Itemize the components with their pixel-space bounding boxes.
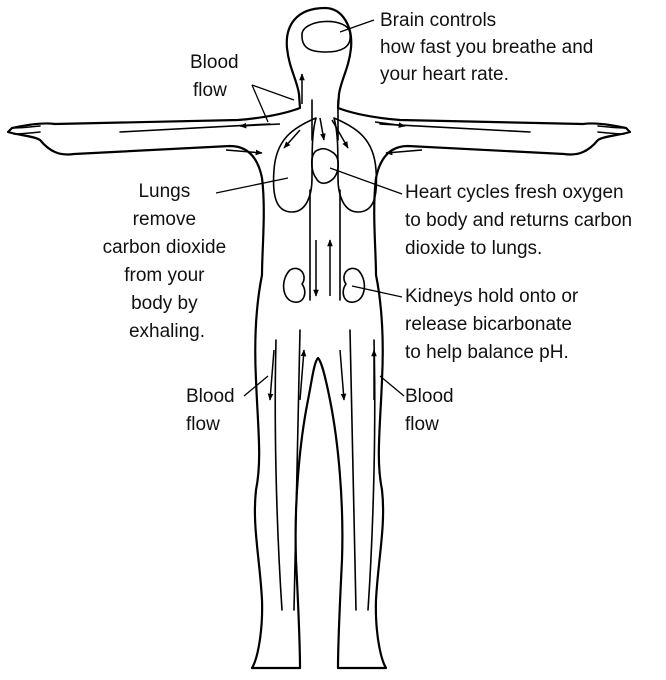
- body-outline: [8, 8, 630, 668]
- kidneys-label: Kidneys hold onto or release bicarbonate…: [405, 286, 584, 363]
- blood-flow-right-leader: [380, 376, 404, 396]
- brain-label: Brain controls how fast you breathe and …: [380, 10, 599, 85]
- lungs-leader: [216, 178, 288, 193]
- left-leg-vessel: [275, 340, 282, 610]
- heart-shape: [312, 149, 339, 184]
- blood-flow-left-label: Blood flow: [186, 386, 240, 435]
- right-hand-detail: [598, 126, 626, 134]
- blood-flow-top-leader-a: [252, 85, 294, 100]
- heart-label: Heart cycles fresh oxygen to body and re…: [405, 182, 637, 259]
- right-leg-vessel: [350, 330, 356, 610]
- right-kidney: [343, 268, 364, 302]
- left-central-vessel: [310, 100, 312, 300]
- brain-shape: [302, 21, 350, 52]
- left-hand-detail: [12, 126, 40, 134]
- blood-flow-top-label: Blood flow: [190, 52, 244, 101]
- left-kidney: [284, 268, 305, 302]
- blood-flow-right-label: Blood flow: [405, 386, 459, 435]
- kidneys-leader: [352, 286, 402, 297]
- lungs-label: Lungs remove carbon dioxide from your bo…: [103, 181, 232, 342]
